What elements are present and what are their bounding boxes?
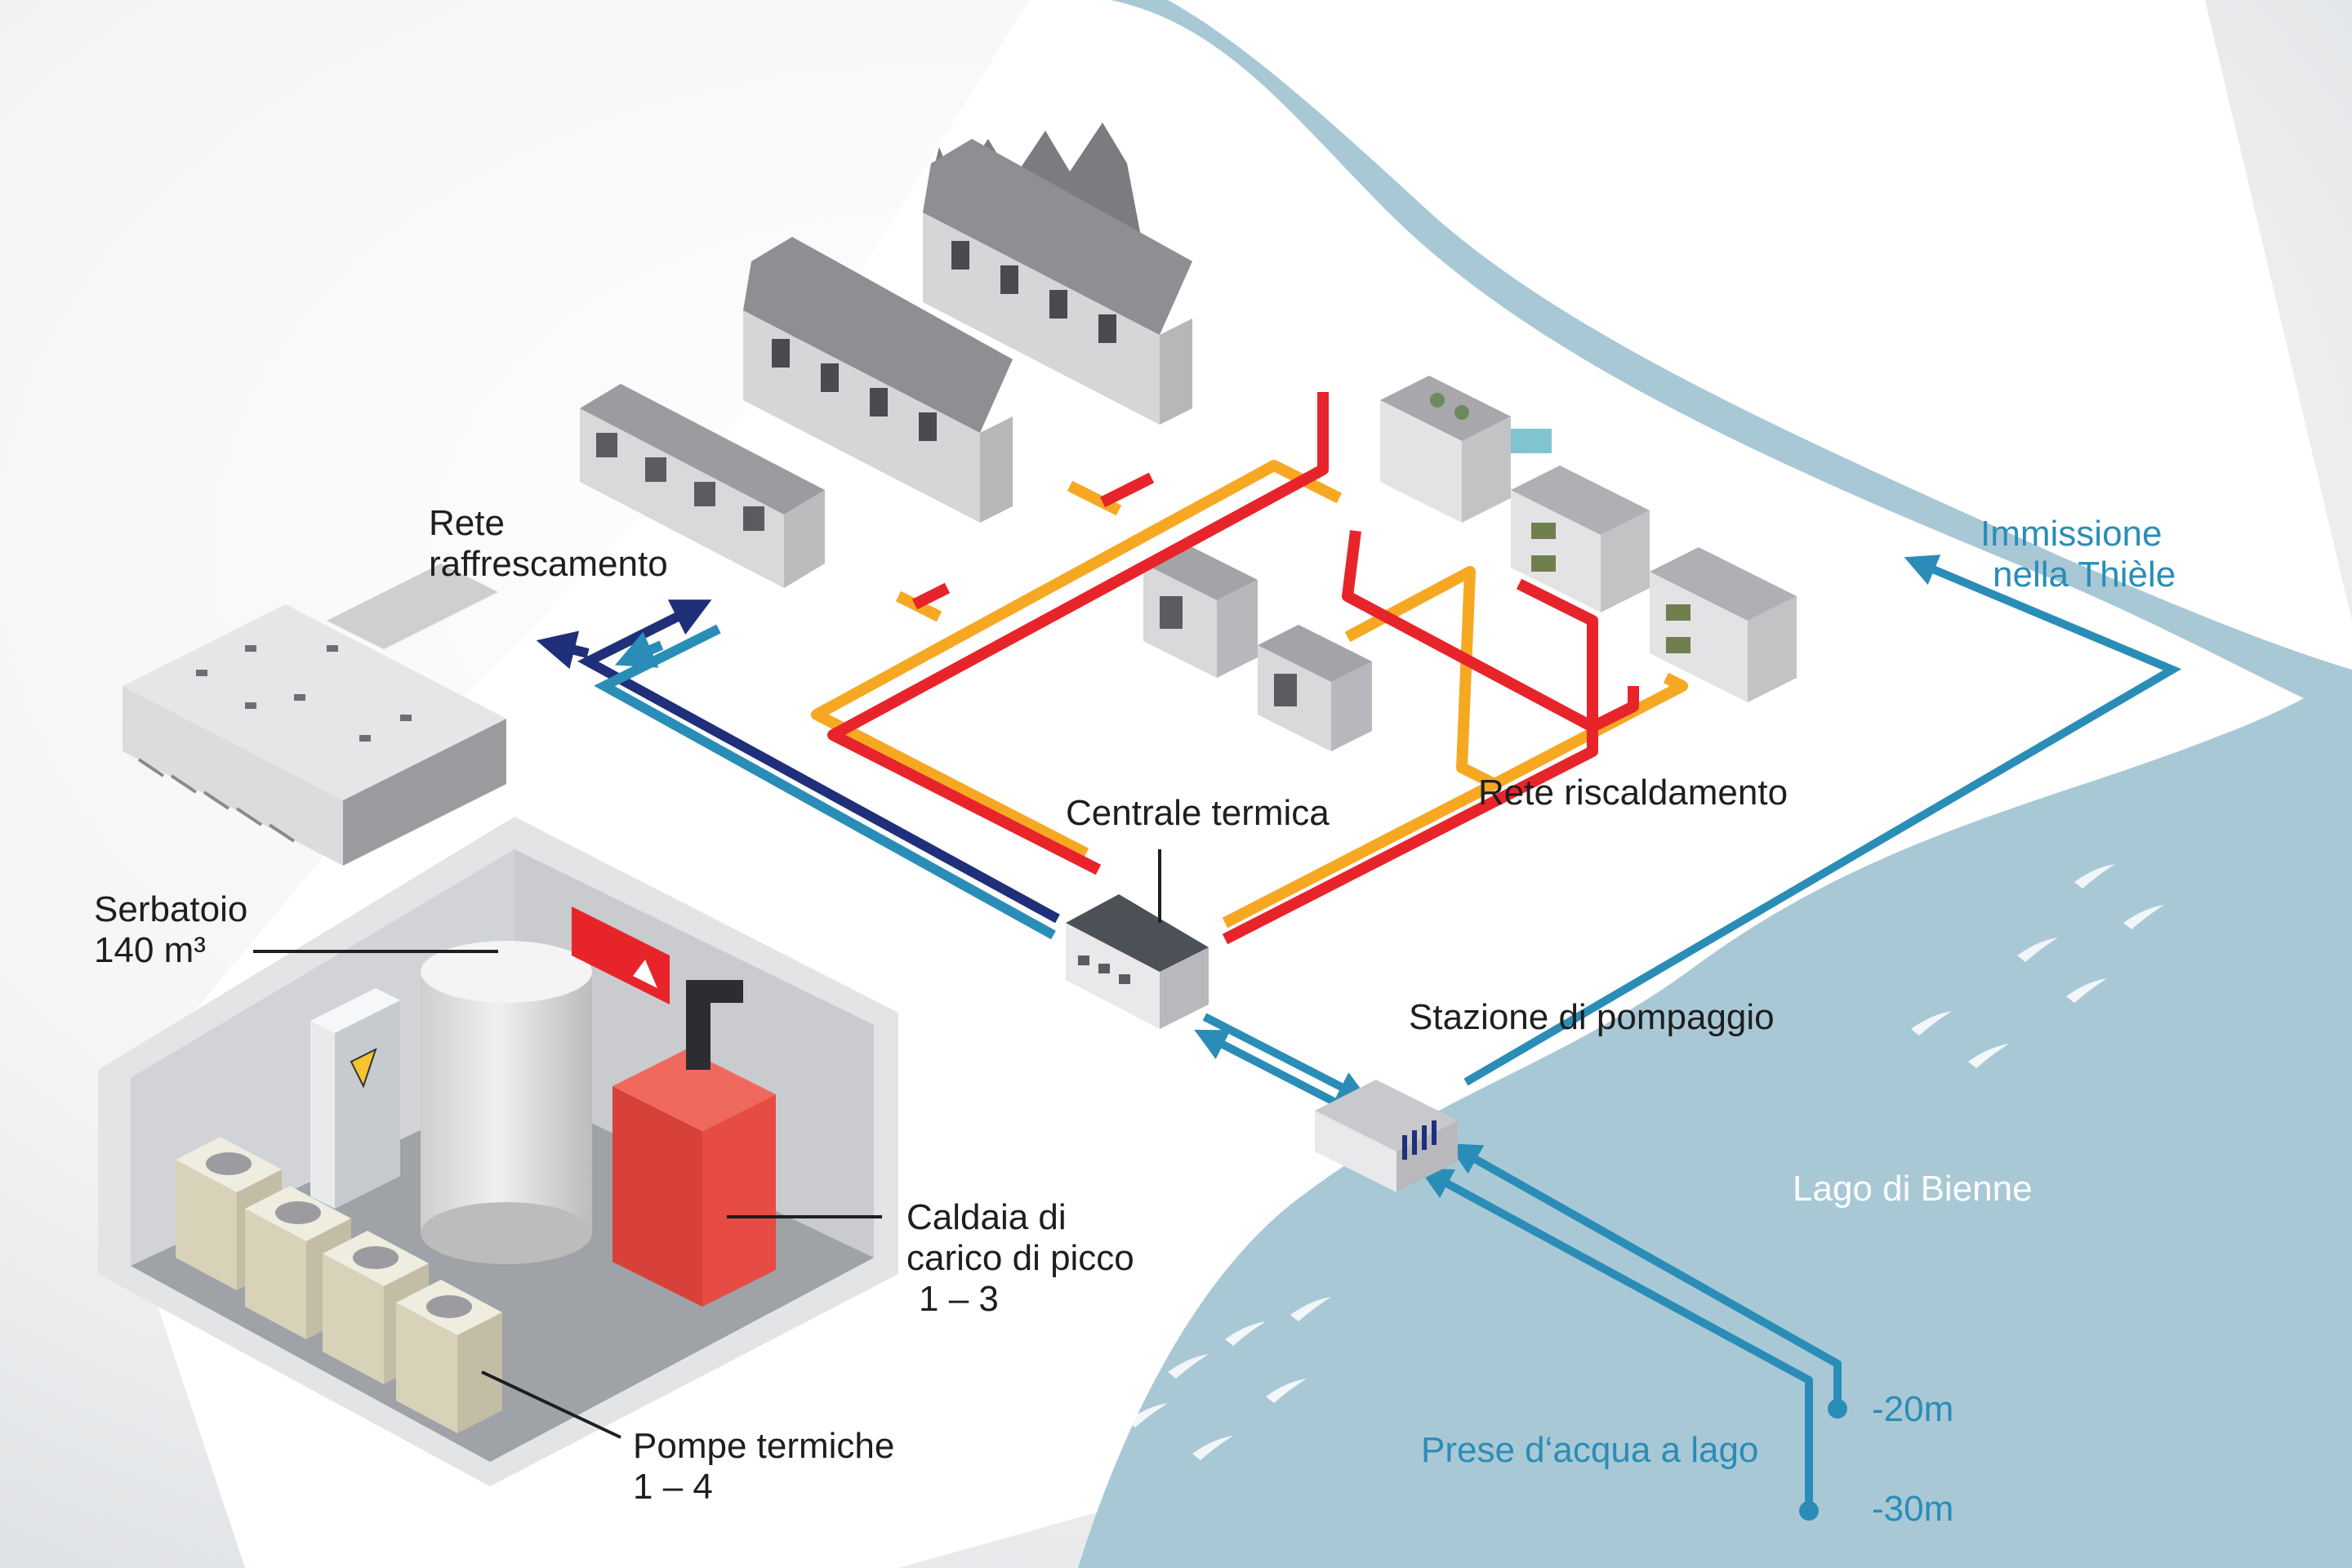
pumping-station-label: Stazione di pompaggio: [1409, 997, 1775, 1037]
intake-point-30m: [1799, 1501, 1819, 1521]
cube-house-1: [1380, 376, 1552, 523]
intake-point-20m: [1828, 1399, 1847, 1419]
cube-house-5: [1258, 625, 1372, 751]
plant-pump-link: [1194, 1013, 1370, 1115]
tank-label: Serbatoio 140 m³: [94, 889, 258, 970]
pumping-station-building: [1315, 1080, 1458, 1192]
heating-supply-pipes: [827, 392, 1639, 945]
cooling-supply-pipe: [577, 599, 1060, 924]
lake-label: Lago di Bienne: [1793, 1169, 2033, 1209]
cooling-network-label: Rete raffrescamento: [429, 503, 668, 584]
river-thiele: [1009, 0, 2352, 719]
row-houses-north: [923, 122, 1192, 425]
electrical-cabinet: [310, 988, 400, 1209]
heating-plant-label: Centrale termica: [1066, 793, 1330, 833]
storage-tank: [421, 941, 592, 1264]
heating-network-label: Rete riscaldamento: [1478, 773, 1788, 813]
cooling-return-arrow: [614, 631, 664, 668]
heat-pumps-label: Pompe termiche 1 – 4: [633, 1426, 905, 1507]
depth-20-label: -20m: [1872, 1389, 1953, 1429]
outflow-label: Immissione nella Thièle: [1980, 514, 2176, 595]
cube-house-3: [1650, 547, 1797, 702]
warning-sign-icon: [572, 906, 670, 1004]
cube-house-2: [1511, 466, 1650, 612]
lake-bienne: [1078, 670, 2352, 1568]
cooling-supply-arrow: [536, 630, 590, 670]
peak-boiler-label: Caldaia di carico di picco 1 – 3: [906, 1197, 1144, 1319]
cooling-return-pipe: [594, 624, 1056, 940]
heating-plant-building: [1066, 894, 1209, 1029]
depth-30-label: -30m: [1872, 1489, 1953, 1529]
industrial-building: [122, 564, 506, 866]
lake-intake-pipes: [1419, 1143, 1842, 1511]
peak-boiler: [612, 980, 776, 1307]
high-voltage-icon: [350, 1048, 377, 1089]
outflow-pipe: [1463, 555, 2182, 1086]
heat-pump-4: [396, 1280, 502, 1433]
lake-intakes-label: Prese d‘acqua a lago: [1421, 1430, 1758, 1470]
heat-pumps: [176, 1137, 502, 1433]
townhouses-west: [580, 384, 825, 588]
leader-lines: [253, 849, 1161, 1439]
lake-waves: [1127, 864, 2164, 1460]
row-houses-middle: [743, 237, 1013, 523]
